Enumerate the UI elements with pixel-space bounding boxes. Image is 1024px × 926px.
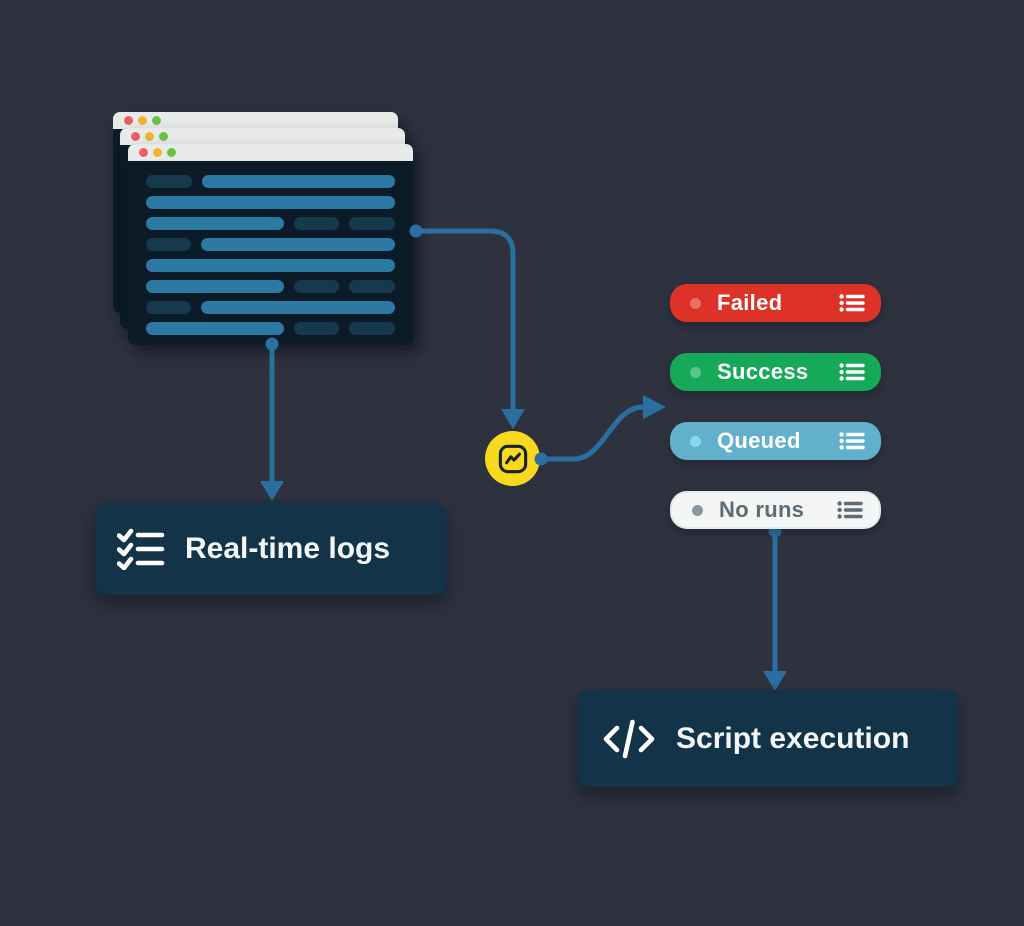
status-badge-label: Failed — [717, 290, 783, 315]
terminal-code-line — [146, 238, 395, 251]
checklist-icon — [117, 528, 165, 570]
code-line-segment — [201, 301, 395, 314]
arrowhead-down-activity — [501, 409, 525, 429]
minimize-traffic-dot — [153, 148, 162, 157]
status-badge-success[interactable]: Success — [670, 353, 881, 391]
terminal-code-line — [146, 280, 395, 293]
code-line-segment — [146, 280, 284, 293]
status-dot — [690, 297, 701, 309]
maximize-traffic-dot — [159, 132, 168, 141]
code-line-segment — [294, 217, 339, 230]
terminal-code-line — [146, 217, 395, 230]
arrowhead-down-logs — [260, 481, 284, 501]
code-line-segment — [146, 322, 284, 335]
minimize-traffic-dot — [145, 132, 154, 141]
status-badge-label: Queued — [717, 428, 801, 453]
list-icon — [839, 294, 865, 312]
status-dot — [690, 366, 701, 378]
status-badge-label: Success — [717, 359, 809, 384]
arrowhead-right-badges — [643, 395, 666, 419]
activity-chart-icon — [498, 444, 527, 473]
code-icon — [603, 719, 655, 758]
code-line-segment — [146, 238, 191, 251]
list-icon — [837, 501, 863, 519]
code-line-segment — [146, 217, 284, 230]
terminal-code-line — [146, 259, 395, 272]
status-badge-no-runs[interactable]: No runs — [670, 491, 881, 529]
terminal-code-line — [146, 301, 395, 314]
code-line-segment — [349, 280, 395, 293]
terminal-body — [128, 161, 413, 335]
code-line-segment — [146, 301, 191, 314]
terminal-code-line — [146, 196, 395, 209]
code-line-segment — [349, 322, 395, 335]
maximize-traffic-dot — [167, 148, 176, 157]
code-line-segment — [201, 238, 395, 251]
code-line-segment — [294, 322, 339, 335]
maximize-traffic-dot — [152, 116, 161, 125]
code-line-segment — [146, 196, 395, 209]
arrowhead-down-script — [763, 671, 787, 691]
close-traffic-dot — [124, 116, 133, 125]
script-execution-label: Script execution — [676, 721, 910, 755]
activity-node[interactable] — [485, 431, 540, 486]
code-line-segment — [146, 259, 395, 272]
terminal-code-line — [146, 322, 395, 335]
status-badge-queued[interactable]: Queued — [670, 422, 881, 460]
code-line-segment — [202, 175, 395, 188]
code-line-segment — [294, 280, 339, 293]
code-line-segment — [349, 217, 395, 230]
terminal-titlebar — [120, 128, 405, 145]
terminal-titlebar — [113, 112, 398, 129]
list-icon — [839, 432, 865, 450]
terminal-window-front — [128, 144, 413, 345]
code-line-segment — [146, 175, 192, 188]
status-dot — [692, 504, 703, 516]
list-icon — [839, 363, 865, 381]
close-traffic-dot — [131, 132, 140, 141]
terminal-code-line — [146, 175, 395, 188]
status-badge-failed[interactable]: Failed — [670, 284, 881, 322]
minimize-traffic-dot — [138, 116, 147, 125]
script-execution-node[interactable]: Script execution — [578, 690, 958, 787]
close-traffic-dot — [139, 148, 148, 157]
terminal-titlebar — [128, 144, 413, 161]
status-badge-label: No runs — [719, 497, 805, 522]
connector-activity-to-badges — [538, 404, 646, 462]
realtime-logs-node[interactable]: Real-time logs — [95, 503, 447, 595]
connector-terminal-to-activity — [413, 228, 516, 415]
realtime-logs-label: Real-time logs — [185, 532, 391, 565]
status-dot — [690, 435, 701, 447]
